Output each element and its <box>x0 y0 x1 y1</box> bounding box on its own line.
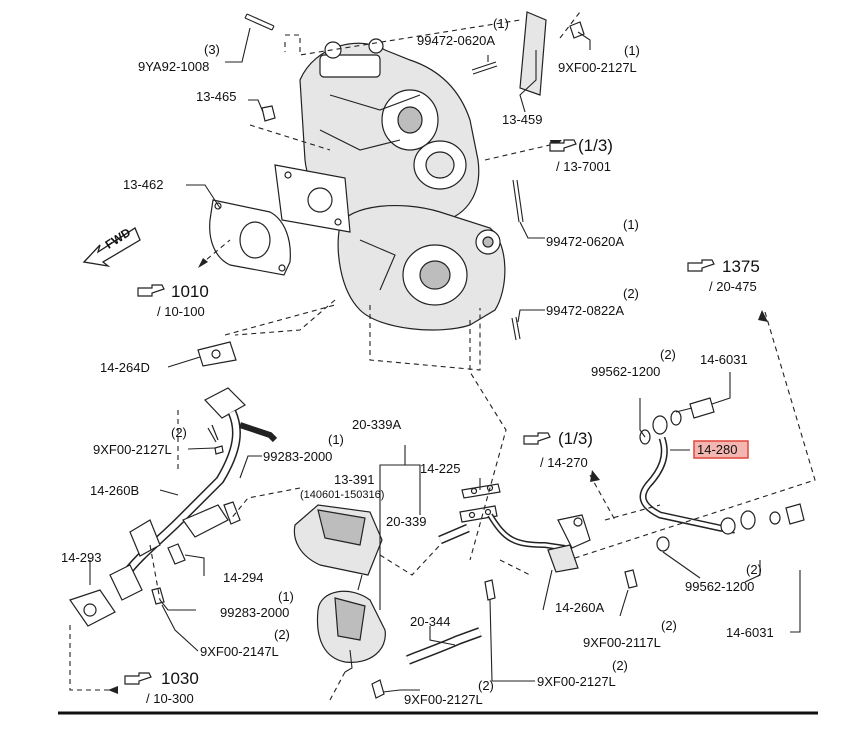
reference-sub-label: / 10-100 <box>157 304 205 319</box>
part-number-label[interactable]: 99472-0822A <box>546 303 624 318</box>
reference-label[interactable]: 1010 <box>171 282 209 301</box>
part-number-label[interactable]: 99472-0620A <box>417 33 495 48</box>
reference-icons <box>124 139 715 685</box>
fwd-arrow-icon: FWD <box>82 225 141 268</box>
part-number-label[interactable]: 9XF00-2127L <box>537 674 616 689</box>
serial-range-label: (140601-150316) <box>300 489 384 501</box>
heat-shield-13-459 <box>519 11 585 96</box>
reference-label[interactable]: 1375 <box>722 257 760 276</box>
qty-label: (2) <box>660 347 676 362</box>
qty-label: (2) <box>171 425 187 440</box>
part-number-label[interactable]: 99283-2000 <box>263 449 332 464</box>
part-number-label[interactable]: 14-260A <box>555 600 604 615</box>
part-labels: (3) 9YA92-1008 13-465 (1) 99472-0620A (1… <box>61 16 774 707</box>
oil-pipe-14-260b <box>69 341 278 627</box>
turbocharger-assembly <box>274 38 506 331</box>
qty-label: (2) <box>661 618 677 633</box>
part-number-label[interactable]: 13-462 <box>123 177 163 192</box>
pointing-hand-icon <box>523 432 551 445</box>
pointing-hand-icon <box>549 139 577 152</box>
reference-sub-label: / 20-475 <box>709 279 757 294</box>
part-number-label[interactable]: 9XF00-2147L <box>200 644 279 659</box>
part-number-label[interactable]: 9XF00-2127L <box>404 692 483 707</box>
pointing-hand-icon <box>137 284 165 297</box>
actuator-20-339 <box>316 574 386 699</box>
hose-20-344 <box>406 523 482 665</box>
part-number-label[interactable]: 20-344 <box>410 614 450 629</box>
leader-lines <box>89 27 801 693</box>
qty-label: (3) <box>204 42 220 57</box>
qty-label: (1) <box>623 217 639 232</box>
part-number-label[interactable]: 14-293 <box>61 550 101 565</box>
insulator-13-391 <box>293 504 383 576</box>
part-number-label[interactable]: 20-339A <box>352 417 401 432</box>
dashed-callout-lines <box>69 11 816 701</box>
part-number-label[interactable]: 13-459 <box>502 112 542 127</box>
qty-label: (1) <box>278 589 294 604</box>
part-number-label-highlighted[interactable]: 14-280 <box>697 442 737 457</box>
part-number-label[interactable]: 9XF00-2117L <box>583 635 661 650</box>
qty-label: (2) <box>274 627 290 642</box>
part-number-label[interactable]: 9XF00-2127L <box>93 442 172 457</box>
stud-bolts <box>244 13 524 341</box>
part-number-label[interactable]: 99472-0620A <box>546 234 624 249</box>
pointing-hand-icon <box>124 672 152 685</box>
part-number-label[interactable]: 99562-1200 <box>685 579 754 594</box>
part-number-label[interactable]: 14-260B <box>90 483 139 498</box>
part-number-label[interactable]: 13-391 <box>334 472 374 487</box>
bracket-14-225 <box>459 483 501 523</box>
part-number-label[interactable]: 14-294 <box>223 570 263 585</box>
reference-label[interactable]: (1/3) <box>578 136 613 155</box>
gasket-13-462 <box>209 199 291 276</box>
hose-14-294 <box>151 501 241 605</box>
part-number-label[interactable]: 9YA92-1008 <box>138 59 209 74</box>
pipe-14-260a <box>484 513 638 601</box>
part-number-label[interactable]: 9XF00-2127L <box>558 60 637 75</box>
qty-label: (2) <box>746 562 762 577</box>
qty-label: (2) <box>612 658 628 673</box>
reference-sub-label: / 14-270 <box>540 455 588 470</box>
pointing-hand-icon <box>687 259 715 272</box>
part-number-label[interactable]: 13-465 <box>196 89 236 104</box>
reference-label[interactable]: (1/3) <box>558 429 593 448</box>
qty-label: (1) <box>624 43 640 58</box>
part-number-label[interactable]: 14-6031 <box>726 625 774 640</box>
part-number-label[interactable]: 14-264D <box>100 360 150 375</box>
part-number-label[interactable]: 99562-1200 <box>591 364 660 379</box>
qty-label: (2) <box>478 678 494 693</box>
part-number-label[interactable]: 20-339 <box>386 514 426 529</box>
reference-label[interactable]: 1030 <box>161 669 199 688</box>
qty-label: (2) <box>623 286 639 301</box>
part-number-label[interactable]: 99283-2000 <box>220 605 289 620</box>
reference-sub-label: / 10-300 <box>146 691 194 706</box>
reference-sub-label: / 13-7001 <box>556 159 611 174</box>
highlight-box-14-280 <box>693 440 749 459</box>
pipe-14-280 <box>639 397 805 552</box>
part-number-label[interactable]: 14-6031 <box>700 352 748 367</box>
qty-label: (1) <box>328 432 344 447</box>
qty-label: (1) <box>493 16 509 31</box>
part-number-label[interactable]: 14-225 <box>420 461 460 476</box>
